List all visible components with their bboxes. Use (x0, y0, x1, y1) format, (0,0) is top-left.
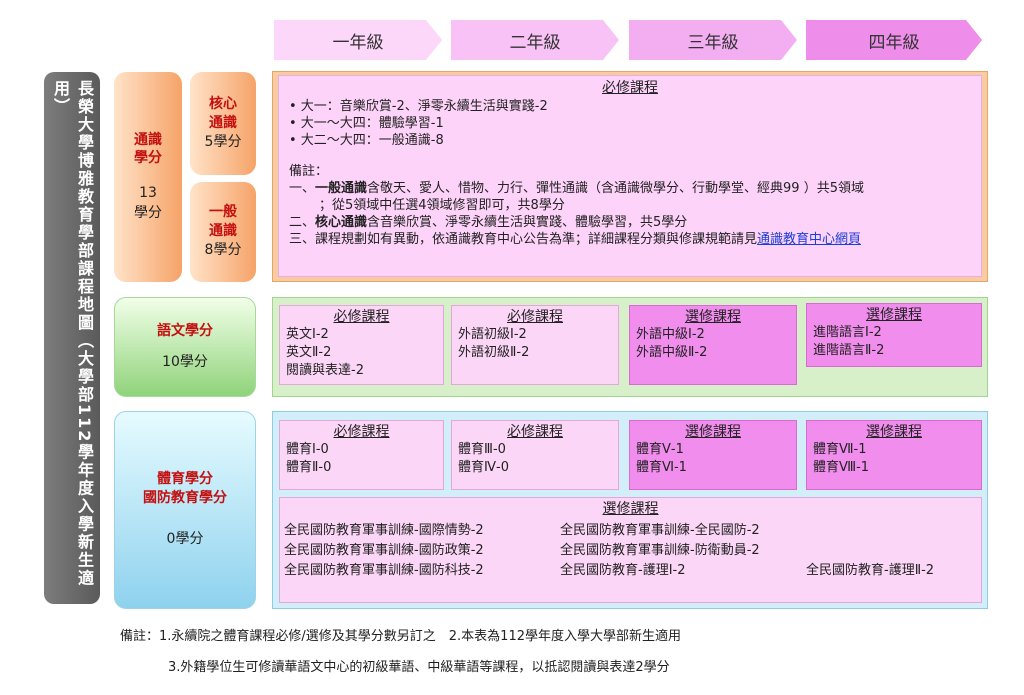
grade-2-label: 二年級 (509, 32, 561, 53)
language-year3-box: 選修課程 外語中級Ⅰ-2 外語中級Ⅱ-2 (629, 305, 797, 385)
general-note-2: 二、核心通識含音樂欣賞、淨零永續生活與實踐、體驗學習，共5學分 (289, 215, 688, 230)
general-note-1-cont: ；從5領域中任選4領域修習即可，共8學分 (319, 198, 565, 213)
title-text: 長榮大學博雅教育學部課程地圖（大學部112學年度入學新生適用） (51, 80, 94, 588)
course-item: 體育Ⅷ-1 (813, 460, 870, 475)
defense-item-6: 全民國防教育-護理Ⅰ-2 (560, 563, 686, 578)
course-item: 外語中級Ⅱ-2 (636, 345, 708, 360)
general-credits-value: 13 學分 (134, 185, 162, 221)
pe-year2-box: 必修課程 體育Ⅲ-0 體育Ⅳ-0 (451, 420, 619, 490)
grade-2-header: 二年級 (451, 20, 619, 60)
grade-1-header: 一年級 (274, 20, 442, 60)
course-item: 外語初級Ⅱ-2 (458, 345, 530, 360)
pe-credits-label: 體育學分 國防教育學分 (143, 471, 227, 507)
pe-year3-box: 選修課程 體育Ⅴ-1 體育Ⅵ-1 (629, 420, 797, 490)
general-item-2: • 大一～大四：體驗學習-1 (289, 116, 444, 131)
box-heading: 必修課程 (507, 309, 563, 325)
language-credits-value: 10學分 (162, 353, 208, 370)
grade-3-header: 三年級 (629, 20, 797, 60)
course-item: 外語中級Ⅰ-2 (636, 327, 705, 342)
defense-item-7: 全民國防教育-護理Ⅱ-2 (806, 563, 935, 578)
curriculum-map-title: 長榮大學博雅教育學部課程地圖（大學部112學年度入學新生適用） (44, 72, 100, 604)
course-item: 進階語言Ⅱ-2 (813, 343, 885, 358)
footnote-1: 備註：1.永續院之體育課程必修/選修及其學分數另訂之 2.本表為112學年度入學… (120, 629, 682, 644)
pe-credits-box: 體育學分 國防教育學分 0學分 (114, 411, 256, 609)
general-item-3: • 大二～大四：一般通識-8 (289, 133, 444, 148)
grade-1-label: 一年級 (332, 32, 384, 53)
box-heading: 選修課程 (866, 307, 922, 323)
course-item: 英文Ⅱ-2 (286, 345, 332, 360)
grade-4-label: 四年級 (868, 32, 920, 53)
course-item: 進階語言Ⅰ-2 (813, 325, 882, 340)
grade-3-label: 三年級 (687, 32, 739, 53)
box-heading: 選修課程 (866, 424, 922, 440)
defense-item-1: 全民國防教育軍事訓練-國際情勢-2 (284, 523, 484, 538)
general-credits-box: 通識 學分 13 學分 (114, 72, 182, 282)
basic-general-credits: 8學分 (204, 242, 242, 259)
general-required-box: 必修課程 • 大一：音樂欣賞-2、淨零永續生活與實踐-2 • 大一～大四：體驗學… (278, 75, 982, 277)
box-heading: 必修課程 (333, 309, 390, 325)
course-item: 體育Ⅲ-0 (458, 442, 506, 457)
defense-item-5: 全民國防教育軍事訓練-國防科技-2 (284, 563, 484, 578)
course-item: 體育Ⅵ-1 (636, 460, 687, 475)
pe-credits-value: 0學分 (166, 531, 204, 548)
defense-elective-box: 選修課程 (279, 497, 982, 603)
course-item: 體育Ⅱ-0 (286, 460, 332, 475)
course-item: 體育Ⅴ-1 (636, 442, 684, 457)
course-item: 英文Ⅰ-2 (286, 327, 329, 342)
defense-item-3: 全民國防教育軍事訓練-國防政策-2 (284, 543, 484, 558)
course-item: 體育Ⅳ-0 (458, 460, 509, 475)
general-center-link[interactable]: 通識教育中心網頁 (757, 232, 862, 247)
general-note-1: 一、一般通識含敬天、愛人、惜物、力行、彈性通識（含通識微學分、行動學堂、經典99… (289, 181, 864, 196)
course-item: 體育Ⅰ-0 (286, 442, 329, 457)
defense-item-4: 全民國防教育軍事訓練-防衛動員-2 (560, 543, 760, 558)
core-general-credits: 5學分 (204, 133, 242, 150)
general-note-title: 備註： (289, 164, 329, 179)
course-item: 閱讀與表達-2 (286, 363, 364, 378)
basic-general-box: 一般 通識 8學分 (190, 182, 256, 282)
basic-general-label: 一般 通識 (209, 204, 237, 240)
course-item: 外語初級Ⅰ-2 (458, 327, 527, 342)
box-heading: 選修課程 (685, 424, 741, 440)
box-heading: 選修課程 (685, 309, 741, 325)
course-item: 體育Ⅶ-1 (813, 442, 867, 457)
grade-4-header: 四年級 (806, 20, 982, 60)
general-required-heading: 必修課程 (602, 80, 658, 96)
general-item-1: • 大一：音樂欣賞-2、淨零永續生活與實踐-2 (289, 99, 548, 114)
general-credits-label: 通識 學分 (134, 131, 162, 167)
general-note-3: 三、課程規劃如有異動，依通識教育中心公告為準；詳細課程分類與修課規範請見通識教育… (289, 232, 862, 247)
box-heading: 必修課程 (507, 424, 563, 440)
core-general-box: 核心 通識 5學分 (190, 72, 256, 175)
language-year1-box: 必修課程 英文Ⅰ-2 英文Ⅱ-2 閱讀與表達-2 (279, 305, 444, 385)
footnote-2: 3.外籍學位生可修讀華語文中心的初級華語、中級華語等課程，以抵認閱讀與表達2學分 (168, 660, 670, 675)
language-credits-box: 語文學分 10學分 (114, 297, 256, 397)
defense-heading: 選修課程 (602, 501, 659, 517)
language-credits-label: 語文學分 (157, 322, 213, 339)
core-general-label: 核心 通識 (209, 95, 237, 131)
pe-year1-box: 必修課程 體育Ⅰ-0 體育Ⅱ-0 (279, 420, 444, 490)
box-heading: 必修課程 (333, 424, 390, 440)
language-year2-box: 必修課程 外語初級Ⅰ-2 外語初級Ⅱ-2 (451, 305, 619, 385)
defense-item-2: 全民國防教育軍事訓練-全民國防-2 (560, 523, 760, 538)
language-year4-box: 選修課程 進階語言Ⅰ-2 進階語言Ⅱ-2 (806, 303, 982, 367)
pe-year4-box: 選修課程 體育Ⅶ-1 體育Ⅷ-1 (806, 420, 982, 490)
